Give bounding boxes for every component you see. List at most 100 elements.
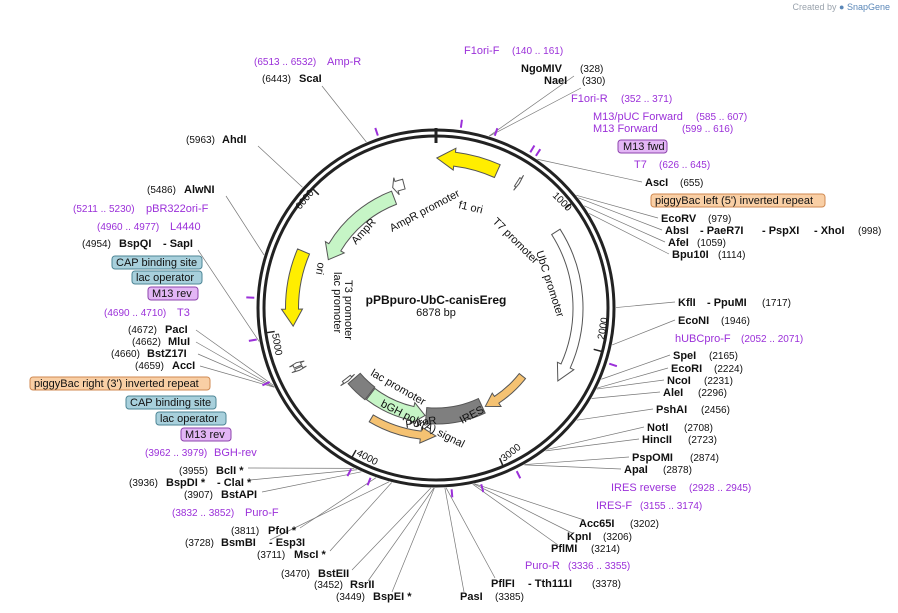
leader-line-18 [474, 483, 585, 521]
svg-text:BspQI: BspQI [119, 238, 151, 250]
svg-text:BstZ17I: BstZ17I [147, 348, 187, 360]
svg-text:AbsI: AbsI [665, 225, 689, 237]
enzyme-label-ecori: EcoRI(2224) [671, 363, 743, 375]
primer-site-marker-6 [480, 484, 485, 493]
feature-label-puror: PuroR [405, 415, 438, 431]
svg-text:PfoI *: PfoI * [268, 525, 297, 537]
primer-site-marker-5 [515, 470, 522, 479]
feature-label-ubc-promoter: UbC promoter [533, 249, 566, 319]
svg-text:(5211 .. 5230): (5211 .. 5230) [73, 204, 135, 215]
svg-text:(2874): (2874) [690, 453, 719, 464]
primer-site-marker-8 [366, 477, 372, 486]
svg-text:pBR322ori-F: pBR322ori-F [146, 203, 209, 215]
enzyme-label-afei: AfeI(1059) [668, 237, 726, 249]
enzyme-label-scai: (6443)ScaI [262, 73, 322, 85]
feature-arrows [280, 147, 584, 444]
svg-text:(3711): (3711) [257, 550, 285, 561]
svg-text:BsmBI: BsmBI [221, 537, 256, 549]
svg-text:(585 .. 607): (585 .. 607) [696, 112, 747, 123]
feature-arc-lac-promoter-10 [289, 360, 305, 369]
leader-line-19 [473, 483, 573, 534]
svg-text:(4660): (4660) [111, 349, 140, 360]
leader-line-26 [299, 477, 377, 529]
leader-line-28 [329, 482, 392, 552]
leader-line-13 [576, 408, 654, 421]
leader-line-1 [489, 87, 582, 137]
primer-site-marker-0 [459, 119, 463, 128]
enzyme-label-apai: ApaI(2878) [624, 464, 692, 476]
svg-text:(352 .. 371): (352 .. 371) [621, 94, 672, 105]
svg-text:PflMI: PflMI [551, 543, 577, 555]
leader-line-35 [197, 249, 260, 342]
primer-label-bgh-rev: (3962 .. 3979)BGH-rev [145, 447, 257, 459]
leader-line-5 [584, 205, 666, 243]
primer-site-marker-3 [535, 148, 542, 157]
tick-label-5000: 5000 [269, 333, 284, 357]
feature-arc-t3-promoter-9 [291, 365, 307, 374]
enzyme-label-bcli: (3955)BclI * [179, 465, 244, 477]
svg-text:(4672): (4672) [128, 325, 157, 336]
svg-text:- PaeR7I: - PaeR7I [700, 225, 743, 237]
svg-text:M13 rev: M13 rev [185, 429, 225, 441]
enzyme-label-pflmi: PflMI(3214) [551, 543, 620, 555]
leader-line-2 [537, 158, 643, 183]
leader-line-24 [367, 487, 435, 582]
svg-text:hUBCpro-F: hUBCpro-F [675, 333, 731, 345]
svg-text:(599 .. 616): (599 .. 616) [682, 124, 733, 135]
svg-text:(2723): (2723) [688, 435, 717, 446]
svg-text:(1114): (1114) [718, 250, 745, 261]
leader-line-15 [545, 438, 640, 452]
feature-arc-lac-promoter-8 [340, 373, 355, 387]
svg-text:(2878): (2878) [663, 465, 692, 476]
box-label-lac-operator-2: lac operator [155, 411, 227, 426]
primer-label-puro-f: (3832 .. 3852)Puro-F [172, 507, 279, 519]
leader-line-10 [597, 367, 669, 389]
feature-arc-ori-11 [280, 248, 311, 328]
primer-label-f1ori-f: F1ori-F(140 .. 161) [464, 45, 563, 57]
svg-text:CAP binding site: CAP binding site [116, 257, 197, 269]
svg-text:Puro-R: Puro-R [525, 560, 560, 572]
svg-text:T7: T7 [634, 159, 647, 171]
tick-1000 [564, 202, 573, 210]
leader-line-39 [199, 365, 275, 388]
svg-text:(2928 .. 2945): (2928 .. 2945) [689, 483, 751, 494]
tick-label-6000: 6000 [294, 187, 317, 211]
enzyme-label-ahdi: (5963)AhdI [186, 134, 246, 146]
feature-arc-t7-promoter-1 [513, 175, 524, 191]
leader-line-12 [591, 391, 661, 399]
svg-text:F1ori-F: F1ori-F [464, 45, 500, 57]
svg-text:BspEI *: BspEI * [373, 591, 412, 603]
svg-text:KflI: KflI [678, 297, 696, 309]
enzyme-label-bsteii: (3470)BstEII [281, 568, 349, 580]
svg-text:(5486): (5486) [147, 185, 176, 196]
svg-text:lac operator: lac operator [136, 272, 194, 284]
svg-text:L4440: L4440 [170, 221, 201, 233]
leader-line-30 [249, 469, 358, 481]
tick-2000 [593, 348, 603, 353]
svg-text:AleI: AleI [663, 387, 683, 399]
svg-text:(3811): (3811) [231, 526, 259, 537]
plasmid-name: pPBpuro-UbC-canisEreg [366, 293, 507, 307]
enzyme-label-ecorv: EcoRV(979) [661, 213, 731, 225]
primer-label-amp-r: (6513 .. 6532)Amp-R [254, 56, 361, 68]
svg-text:(4659): (4659) [135, 361, 164, 372]
primer-label-hubcpro-f: hUBCpro-F(2052 .. 2071) [675, 333, 803, 345]
svg-text:ScaI: ScaI [299, 73, 322, 85]
svg-text:PacI: PacI [165, 324, 188, 336]
enzyme-label-ncoi: NcoI(2231) [667, 375, 733, 387]
svg-text:- XhoI: - XhoI [814, 225, 845, 237]
leader-line-17 [524, 464, 622, 470]
leader-line-22 [444, 487, 465, 593]
svg-text:(3202): (3202) [630, 519, 659, 530]
enzyme-label-spei: SpeI(2165) [673, 350, 738, 362]
svg-text:piggyBac left (5') inverted re: piggyBac left (5') inverted repeat [655, 195, 813, 207]
svg-text:HincII: HincII [642, 434, 672, 446]
primer-site-marker-10 [262, 381, 271, 387]
svg-text:(2296): (2296) [698, 388, 727, 399]
leader-line-37 [195, 341, 275, 388]
leader-line-31 [261, 471, 362, 493]
primer-label-m13-puc-forward: M13/pUC Forward(585 .. 607) [593, 111, 747, 123]
enzyme-label-bstapi: (3907)BstAPI [184, 489, 257, 501]
svg-text:Amp-R: Amp-R [327, 56, 361, 68]
leader-line-14 [547, 426, 645, 450]
